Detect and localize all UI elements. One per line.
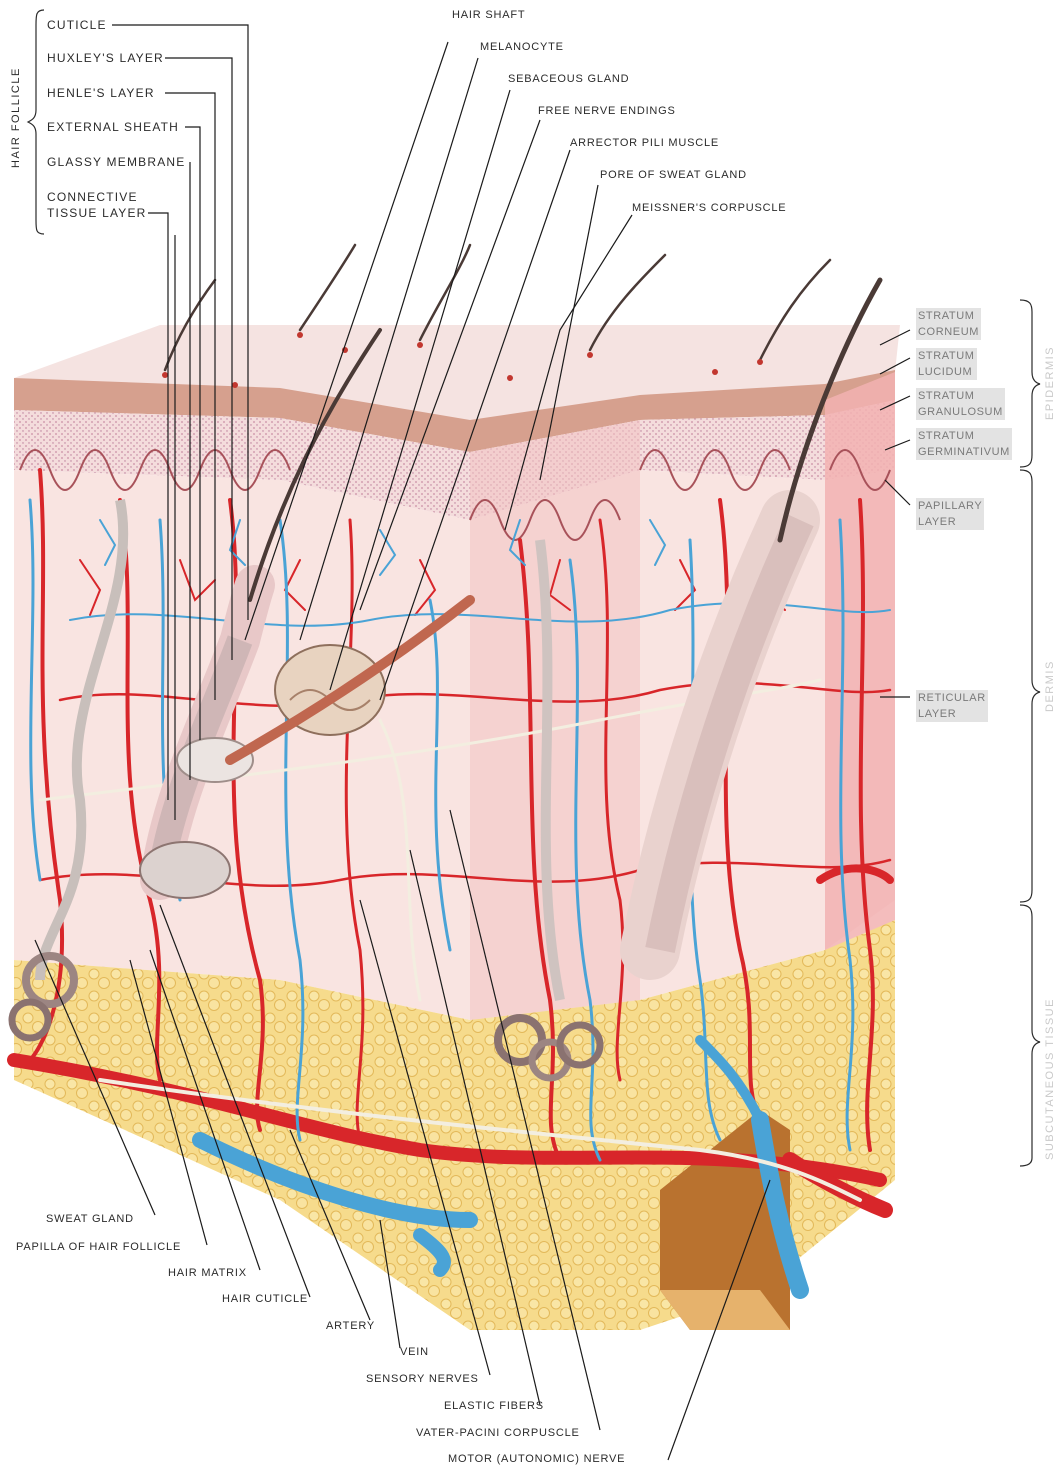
label-hair-matrix: HAIR MATRIX [168,1266,247,1280]
stratum-corneum-line1: STRATUM [916,308,981,324]
stratum-granulosum-line1: STRATUM [916,388,1005,404]
stratum-lucidum-line2: LUCIDUM [916,364,977,380]
label-artery: ARTERY [326,1319,375,1333]
stratum-germinativum-line1: STRATUM [916,428,1012,444]
label-elastic-fibers: ELASTIC FIBERS [444,1399,544,1413]
label-glassy-membrane: GLASSY MEMBRANE [47,155,185,169]
papillary-layer-line2: LAYER [916,514,984,530]
hair-follicle-title: HAIR FOLLICLE [10,67,22,168]
stratum-germinativum-line2: GERMINATIVUM [916,444,1012,460]
label-melanocyte: MELANOCYTE [480,40,564,54]
reticular-layer-line2: LAYER [916,706,988,722]
bracket-label-epidermis: EPIDERMIS [1044,346,1056,420]
label-cuticle: CUTICLE [47,18,107,32]
bracket-label-subcutaneous-tissue: SUBCUTANEOUS TISSUE [1044,998,1056,1160]
papillary-layer-line1: PAPILLARY [916,498,984,514]
label-free-nerve-endings: FREE NERVE ENDINGS [538,104,676,118]
label-stratum-corneum: STRATUM CORNEUM [916,308,981,340]
label-hair-shaft: HAIR SHAFT [452,8,525,22]
label-stratum-granulosum: STRATUM GRANULOSUM [916,388,1005,420]
label-huxleys-layer: HUXLEY'S LAYER [47,51,164,65]
stratum-granulosum-line2: GRANULOSUM [916,404,1005,420]
bracket-label-dermis: DERMIS [1044,660,1056,712]
label-sweat-gland: SWEAT GLAND [46,1212,134,1226]
label-vein: VEIN [400,1345,429,1359]
label-henles-layer: HENLE'S LAYER [47,86,155,100]
label-vater-pacini-corpuscle: VATER-PACINI CORPUSCLE [416,1426,580,1440]
label-connective: CONNECTIVE [47,190,138,204]
label-stratum-lucidum: STRATUM LUCIDUM [916,348,977,380]
label-meissners-corpuscle: MEISSNER'S CORPUSCLE [632,201,786,215]
label-external-sheath: EXTERNAL SHEATH [47,120,179,134]
label-arrector-pili-muscle: ARRECTOR PILI MUSCLE [570,136,719,150]
reticular-layer-line1: RETICULAR [916,690,988,706]
stratum-corneum-line2: CORNEUM [916,324,981,340]
label-motor-autonomic-nerve: MOTOR (AUTONOMIC) NERVE [448,1452,625,1466]
label-sensory-nerves: SENSORY NERVES [366,1372,479,1386]
label-reticular-layer: RETICULAR LAYER [916,690,988,722]
label-papillary-layer: PAPILLARY LAYER [916,498,984,530]
label-papilla-of-hair-follicle: PAPILLA OF HAIR FOLLICLE [16,1240,181,1254]
label-hair-cuticle: HAIR CUTICLE [222,1292,308,1306]
label-tissue-layer: TISSUE LAYER [47,206,147,220]
stratum-lucidum-line1: STRATUM [916,348,977,364]
label-stratum-germinativum: STRATUM GERMINATIVUM [916,428,1012,460]
label-pore-of-sweat-gland: PORE OF SWEAT GLAND [600,168,747,182]
label-sebaceous-gland: SEBACEOUS GLAND [508,72,629,86]
